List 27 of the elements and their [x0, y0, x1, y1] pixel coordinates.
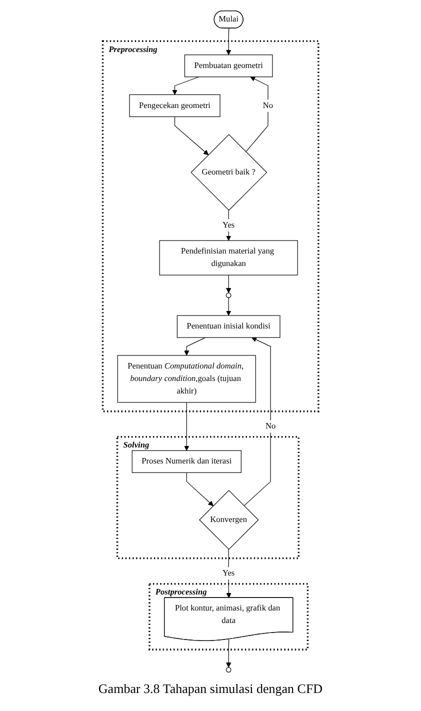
arrow	[172, 76, 200, 95]
node-box: Pembuatan geometri	[184, 54, 273, 78]
node-box: Penentuan Computational domain, boundary condition,goals (tujuan akhir)	[117, 355, 256, 403]
node-diamond: Konvergen	[198, 490, 259, 550]
node-box: Pengecekan geometri	[129, 94, 220, 118]
node-diamond: Geometri baik ?	[190, 134, 268, 211]
node-circle	[226, 292, 232, 298]
edge-label: Yes	[222, 568, 235, 578]
node-box: Proses Numerik dan iterasi	[132, 450, 242, 473]
node-box: Penentuan inisial kondisi	[176, 315, 280, 338]
arrow	[226, 28, 232, 56]
arrow	[226, 549, 232, 598]
arrow	[244, 337, 271, 506]
arrow	[226, 297, 232, 316]
arrow	[184, 337, 206, 356]
edge-label: Yes	[222, 220, 235, 230]
arrow	[174, 116, 208, 156]
arrow	[246, 76, 268, 152]
edge-label: No	[265, 422, 276, 431]
figure-caption: Gambar 3.8 Tahapan simulasi dengan CFD	[98, 681, 323, 697]
arrow	[184, 402, 190, 451]
node-box: Pendefinisian material yang digunakan	[159, 240, 298, 276]
arrow	[226, 274, 232, 294]
edge-label: No	[262, 101, 273, 110]
arrow	[226, 638, 232, 668]
node-circle	[226, 667, 232, 672]
arrow	[186, 472, 214, 506]
